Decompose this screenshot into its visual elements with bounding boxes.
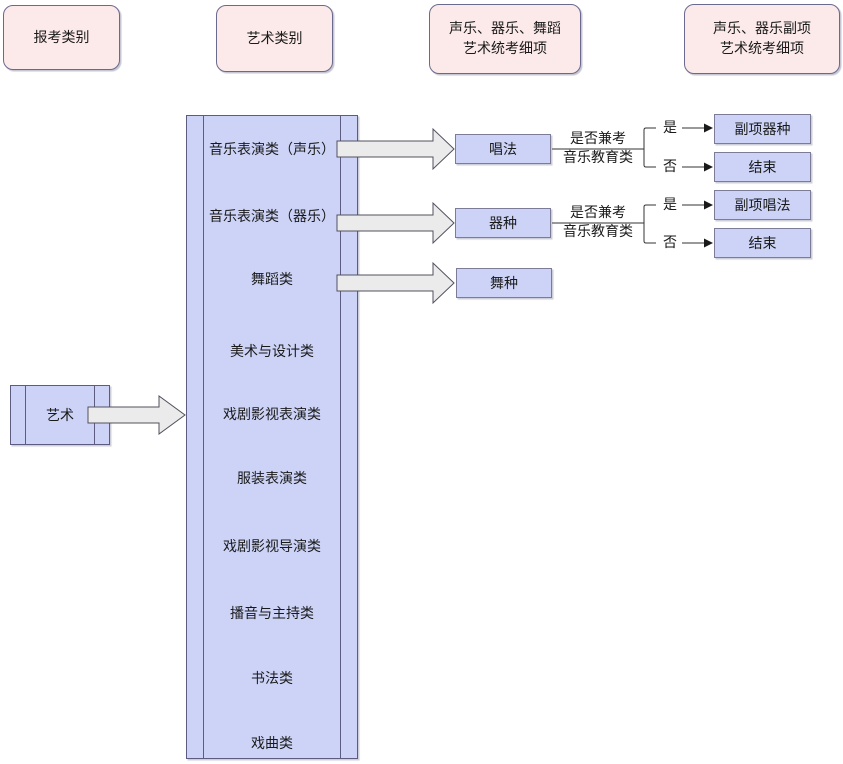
bracket-instrument <box>643 204 656 244</box>
arrowhead-instrument-no <box>704 238 713 248</box>
category-drama-film-directing: 戏剧影视导演类 <box>223 539 321 555</box>
node-end-vocal: 结束 <box>714 152 811 182</box>
category-broadcasting-hosting: 播音与主持类 <box>230 606 314 622</box>
header-secondary-exam-detail: 声乐、器乐副项 艺术统考细项 <box>684 4 840 74</box>
node-end-instrument: 结束 <box>714 228 811 258</box>
node-vocal-style: 唱法 <box>455 134 551 164</box>
root-inner-line-left <box>25 386 26 444</box>
arrowhead-vocal-no <box>704 162 713 172</box>
header-art-category: 艺术类别 <box>216 5 333 72</box>
header-application-category: 报考类别 <box>3 5 120 70</box>
category-dance: 舞蹈类 <box>251 272 293 288</box>
header-exam-detail: 声乐、器乐、舞蹈 艺术统考细项 <box>429 4 581 74</box>
category-music-vocal: 音乐表演类（声乐） <box>209 142 335 158</box>
category-fashion-performance: 服装表演类 <box>237 471 307 487</box>
condition-vocal: 是否兼考 音乐教育类 <box>563 131 633 166</box>
category-music-instrumental: 音乐表演类（器乐） <box>209 209 335 225</box>
root-node-art: 艺术 <box>10 385 110 445</box>
container-inner-line-right <box>340 116 341 758</box>
category-opera: 戏曲类 <box>251 736 293 752</box>
label-instrument-no: 否 <box>663 235 677 251</box>
node-dance-type: 舞种 <box>456 268 552 298</box>
art-category-container: 音乐表演类（声乐） 音乐表演类（器乐） 舞蹈类 美术与设计类 戏剧影视表演类 服… <box>186 115 358 759</box>
label-vocal-no: 否 <box>663 159 677 175</box>
condition-instrument: 是否兼考 音乐教育类 <box>563 205 633 240</box>
category-drama-film-acting: 戏剧影视表演类 <box>223 407 321 423</box>
node-secondary-vocal: 副项唱法 <box>714 190 811 220</box>
arrowhead-vocal-yes <box>704 123 713 133</box>
arrowhead-instrument-yes <box>704 200 713 210</box>
bracket-vocal <box>643 127 656 168</box>
node-secondary-instrument: 副项器种 <box>714 114 811 144</box>
label-instrument-yes: 是 <box>663 197 677 213</box>
container-inner-line-left <box>203 116 204 758</box>
root-node-label: 艺术 <box>46 408 74 424</box>
node-instrument-type: 器种 <box>455 208 551 238</box>
category-fine-arts-design: 美术与设计类 <box>230 344 314 360</box>
label-vocal-yes: 是 <box>663 120 677 136</box>
category-calligraphy: 书法类 <box>251 671 293 687</box>
